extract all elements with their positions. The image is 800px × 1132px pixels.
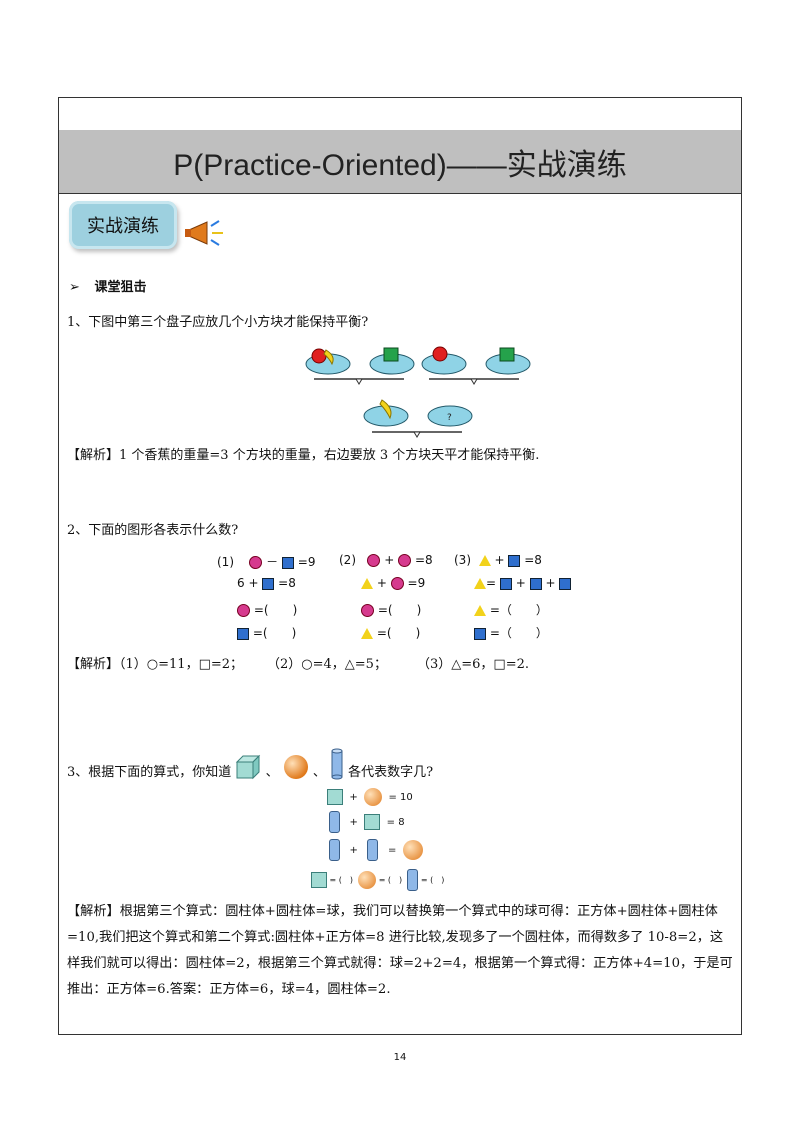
q3-answer: 【解析】根据第三个算式：圆柱体+圆柱体=球，我们可以替换第一个算式中的球可得：正… (67, 904, 733, 997)
question-mark: ? (447, 413, 452, 423)
hexagon-icon (361, 604, 374, 617)
square-icon (499, 577, 512, 590)
cube-icon (327, 789, 343, 805)
answer-prefix: 【解析】 (67, 448, 120, 463)
cylinder-icon (329, 839, 340, 861)
q2-question: 2、下面的图形各表示什么数? (67, 523, 239, 538)
cylinder-icon (329, 811, 340, 833)
q3-eq3: + = (329, 839, 423, 861)
header-band (59, 98, 741, 131)
cylinder-icon (331, 748, 343, 780)
triangle-icon (474, 605, 486, 616)
ball-icon (402, 840, 423, 860)
cylinder-icon (407, 869, 419, 891)
banana-icon (323, 349, 334, 366)
triangle-icon (361, 578, 373, 589)
square-icon (262, 577, 275, 590)
page-title: P(Practice-Oriented)——实战演练 (59, 130, 741, 194)
square-icon (529, 577, 542, 590)
q2-group3-row1: (3) + =8 (454, 553, 542, 567)
square-icon (474, 627, 486, 640)
q1-question: 1、下图中第三个盘子应放几个小方块才能保持平衡? (67, 315, 369, 330)
q1-answer: 【解析】1 个香蕉的重量=3 个方块的重量，右边要放 3 个方块天平才能保持平衡… (67, 448, 540, 463)
answer-prefix: 【解析】 (67, 657, 120, 672)
section-heading: ➢ 课堂狙击 (69, 280, 147, 295)
q2-group2-row2: + =9 (361, 576, 425, 590)
cube-icon (311, 872, 327, 888)
answer-prefix: 【解析】 (67, 904, 120, 919)
q2-answer: 【解析】（1）○=11，□=2； （2）○=4，△=5； （3）△=6，□=2. (67, 657, 530, 672)
ball-icon (364, 788, 383, 806)
section-badge: 实战演练 (69, 201, 177, 249)
square-icon (508, 554, 521, 567)
triangle-icon (361, 628, 373, 639)
q2-group1-row1: (1) － =9 (217, 555, 316, 569)
q2-group2-ans1: =( ) (361, 601, 421, 618)
square-icon (281, 556, 294, 569)
apple-icon (311, 348, 327, 364)
hexagon-icon (237, 604, 250, 617)
q2-group1-ans2: =( ) (237, 624, 296, 641)
cylinder-icon (367, 839, 379, 861)
q2-group1-ans1: =( ) (237, 601, 297, 618)
balance-scales-figure: ? (305, 346, 531, 438)
ball-icon (358, 871, 377, 889)
hexagon-icon (390, 577, 404, 590)
worksheet-frame: P(Practice-Oriented)——实战演练 实战演练 ➢ 课堂狙击 1… (58, 97, 742, 1035)
megaphone-icon (185, 220, 223, 246)
page-number: 14 (393, 1052, 407, 1063)
square-icon (237, 627, 249, 640)
hexagon-icon (398, 554, 412, 567)
q3-eq2: + = 8 (329, 811, 405, 833)
q2-group3-ans1: =（ ） (474, 601, 548, 618)
hexagon-icon (249, 556, 263, 569)
cube-icon (236, 754, 261, 780)
q2-group3-ans2: =（ ） (474, 624, 548, 641)
q3-eq1: + = 10 (327, 788, 413, 806)
q3-question: 3、根据下面的算式，你知道 、 、 各代表数字几? (67, 748, 433, 780)
ball-icon (283, 755, 308, 779)
arrow-icon: ➢ (69, 280, 80, 295)
hexagon-icon (367, 554, 381, 567)
q2-group2-ans2: =( ) (361, 624, 420, 641)
q2-group3-row2: = + + (474, 576, 572, 590)
square-icon (559, 577, 572, 590)
q2-group1-row2: 6 + =8 (237, 576, 296, 590)
q2-group2-row1: (2) + =8 (339, 553, 433, 567)
q3-answers: = ( ) = ( ) = ( ) (311, 869, 444, 891)
cube-icon (364, 814, 381, 830)
triangle-icon (478, 555, 491, 566)
cube-icon (383, 347, 399, 362)
triangle-icon (474, 578, 486, 589)
